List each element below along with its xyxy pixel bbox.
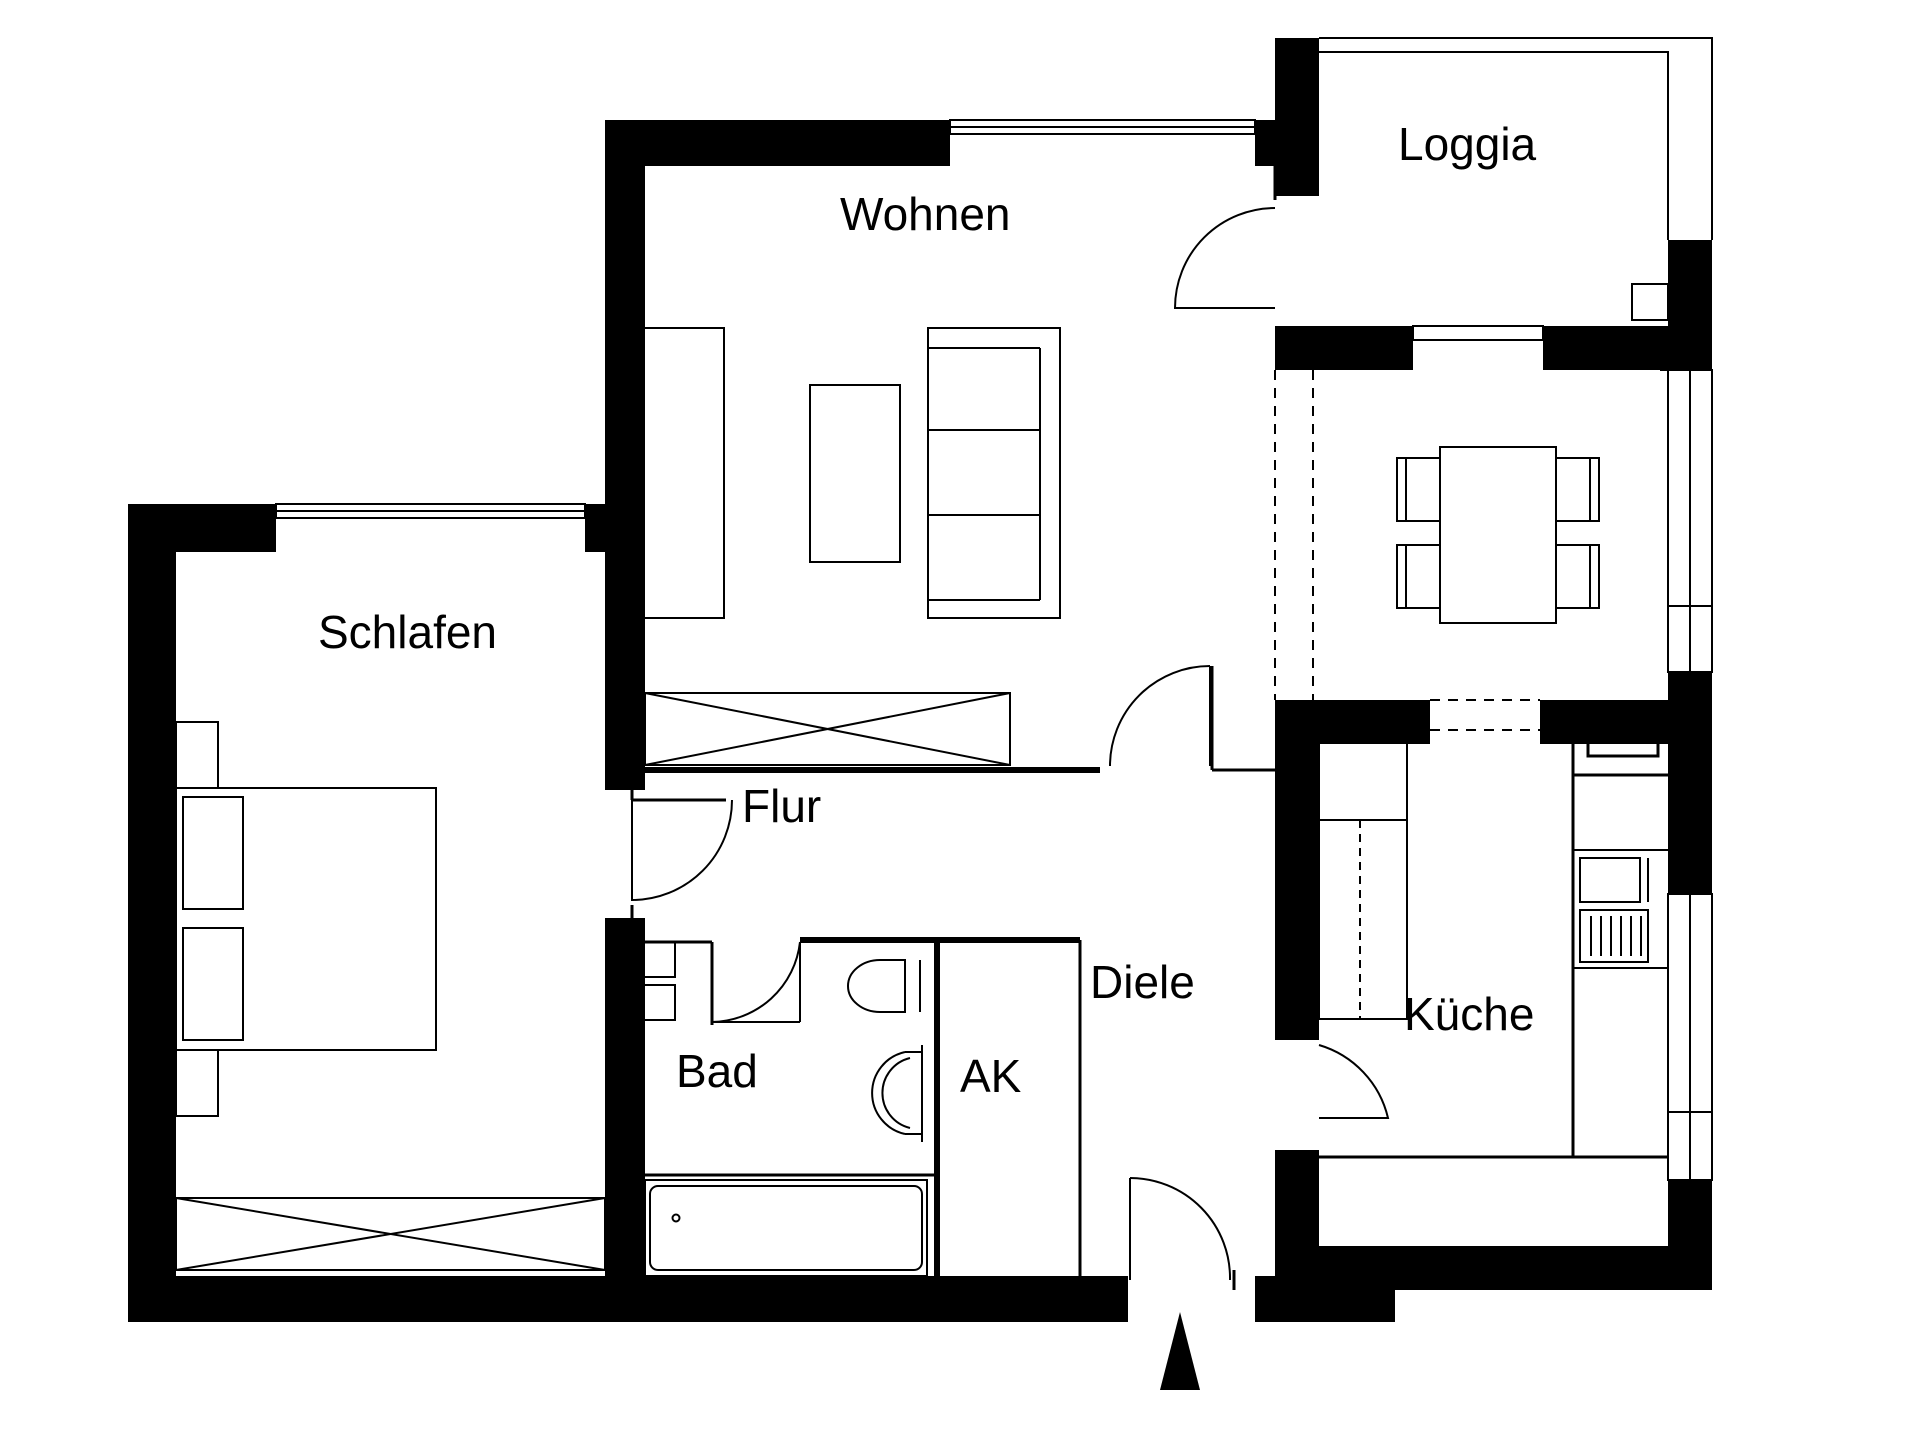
room-label-schlafen: Schlafen bbox=[318, 606, 497, 658]
shelf bbox=[639, 941, 676, 978]
chair bbox=[1555, 457, 1600, 522]
entrance-arrow-icon bbox=[1160, 1312, 1200, 1390]
dining-table bbox=[1439, 446, 1557, 624]
door-entrance bbox=[1129, 1177, 1232, 1281]
partitions bbox=[630, 166, 1668, 1290]
room-label-loggia: Loggia bbox=[1398, 118, 1537, 170]
chair bbox=[1555, 544, 1600, 609]
doors bbox=[631, 207, 1390, 1281]
nightstand bbox=[175, 721, 219, 789]
toilet bbox=[847, 959, 906, 1013]
sink bbox=[881, 1057, 911, 1129]
windows bbox=[275, 37, 1713, 1181]
room-label-diele: Diele bbox=[1090, 956, 1195, 1008]
pillow bbox=[182, 796, 244, 910]
nightstand bbox=[175, 1049, 219, 1117]
bed bbox=[175, 787, 437, 1051]
sink-unit bbox=[1579, 857, 1641, 903]
shelf bbox=[639, 984, 676, 1021]
wardrobe-wohnen bbox=[644, 692, 1011, 766]
walls bbox=[128, 38, 1712, 1322]
furniture bbox=[175, 327, 1668, 1277]
sofa bbox=[927, 327, 1061, 619]
sink bbox=[871, 1051, 906, 1135]
chair bbox=[1396, 544, 1441, 609]
door-kueche bbox=[1318, 1044, 1390, 1119]
door-wohnen bbox=[1109, 665, 1211, 767]
room-label-wohnen: Wohnen bbox=[840, 188, 1011, 240]
door-schlafen bbox=[631, 799, 733, 902]
stove bbox=[1579, 909, 1649, 963]
door-bad bbox=[711, 941, 801, 1023]
coffee-table bbox=[809, 384, 901, 563]
room-label-ak: AK bbox=[960, 1050, 1022, 1102]
open-passages bbox=[1274, 369, 1668, 731]
sideboard bbox=[639, 327, 725, 619]
wardrobe-schlafen bbox=[175, 1197, 606, 1271]
door-loggia bbox=[1173, 207, 1276, 309]
room-label-bad: Bad bbox=[676, 1045, 758, 1097]
chair bbox=[1396, 457, 1441, 522]
bathtub bbox=[644, 1179, 928, 1277]
room-label-flur: Flur bbox=[742, 780, 821, 832]
room-label-kueche: Küche bbox=[1404, 988, 1534, 1040]
pillow bbox=[182, 927, 244, 1041]
kitchen-cabinet bbox=[1318, 733, 1408, 1020]
